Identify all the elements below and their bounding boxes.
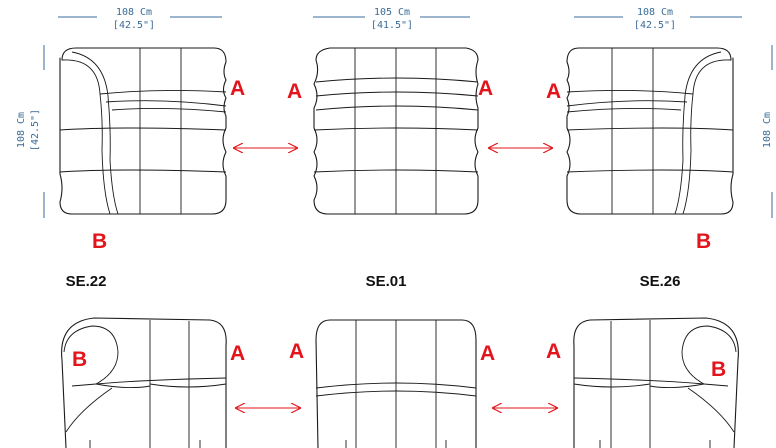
marker-a-bottom-right-module: A — [546, 340, 561, 363]
marker-a-bottom-center-right: A — [480, 342, 495, 365]
dim-right-width-in: [42.5"] — [634, 20, 676, 31]
dim-left-width-in: [42.5"] — [113, 20, 155, 31]
sofa-front-center — [315, 319, 477, 448]
sofa-plan-right — [566, 47, 734, 215]
dimension-right-width: 108 Cm [42.5"] — [574, 7, 742, 31]
dim-right-width-cm: 108 Cm — [637, 7, 673, 18]
dimension-left-depth: 108 Cm [42.5"] — [16, 45, 45, 218]
marker-b-top-right: B — [696, 230, 711, 253]
marker-b-bottom-right: B — [711, 358, 726, 381]
model-label-left: SE.22 — [66, 273, 107, 290]
dim-left-depth-cm: 108 Cm — [16, 112, 27, 148]
marker-a-top-right-module: A — [546, 80, 561, 103]
dimension-center-width: 105 Cm [41.5"] — [313, 7, 470, 31]
dim-right-depth-cm: 108 Cm — [762, 112, 773, 148]
sofa-plan-left — [59, 47, 227, 215]
marker-b-top-left: B — [92, 230, 107, 253]
marker-a-bottom-left-module: A — [230, 342, 245, 365]
marker-a-top-center-left: A — [287, 80, 302, 103]
dimension-left-width: 108 Cm [42.5"] — [58, 7, 222, 31]
marker-b-bottom-left: B — [72, 348, 87, 371]
marker-a-top-center-right: A — [478, 77, 493, 100]
dim-left-width-cm: 108 Cm — [116, 7, 152, 18]
sofa-front-left — [61, 317, 227, 448]
marker-a-top-left-module: A — [230, 77, 245, 100]
sofa-plan-center — [313, 47, 479, 215]
sofa-front-right — [573, 317, 739, 448]
marker-a-bottom-center-left: A — [289, 340, 304, 363]
dim-left-depth-in: [42.5"] — [30, 109, 41, 151]
dim-center-width-cm: 105 Cm — [374, 7, 410, 18]
model-label-center: SE.01 — [366, 273, 407, 290]
dimension-right-depth: 108 Cm — [762, 45, 773, 218]
model-label-right: SE.26 — [640, 273, 681, 290]
dim-center-width-in: [41.5"] — [371, 20, 413, 31]
